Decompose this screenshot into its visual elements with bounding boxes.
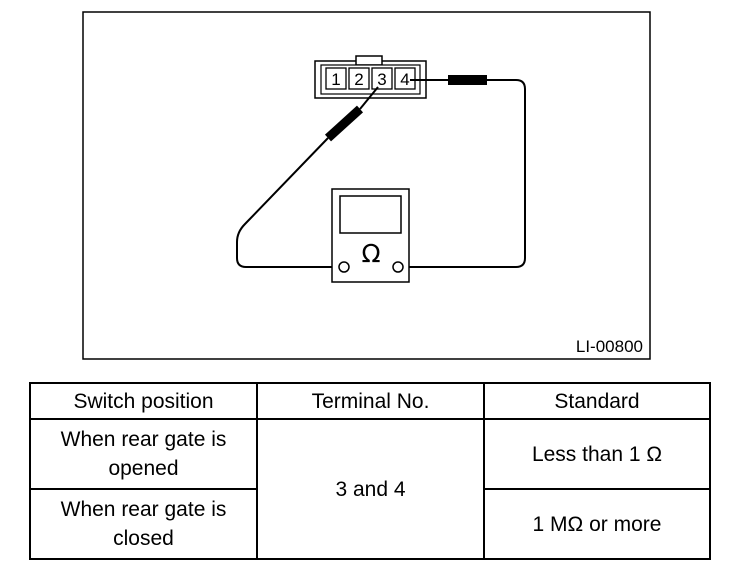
connector-icon: 1 2 3 4 xyxy=(314,55,427,99)
cell-standard-opened: Less than 1 Ω xyxy=(483,418,711,490)
table-row: When rear gate is opened 3 and 4 Less th… xyxy=(29,418,711,560)
cell-position-closed: When rear gate is closed xyxy=(29,488,258,560)
terminal-2 xyxy=(348,67,370,90)
terminal-label-4: 4 xyxy=(400,70,409,89)
table-header-row: Switch position Terminal No. Standard xyxy=(29,382,711,420)
header-terminal-no: Terminal No. xyxy=(256,382,485,420)
cell-position-opened: When rear gate is opened xyxy=(29,418,258,490)
spec-table: Switch position Terminal No. Standard Wh… xyxy=(29,382,711,560)
meter-display xyxy=(339,195,402,234)
ohmmeter-icon: Ω xyxy=(331,188,410,283)
circuit-diagram: 1 2 3 4 Ω LI-00800 xyxy=(82,11,651,360)
meter-jack-right xyxy=(392,261,404,273)
header-standard: Standard xyxy=(483,382,711,420)
meter-symbol: Ω xyxy=(361,239,380,268)
terminal-3 xyxy=(371,67,393,90)
test-probe-icon xyxy=(236,86,379,268)
figure-id: LI-00800 xyxy=(576,337,643,356)
header-switch-position: Switch position xyxy=(29,382,258,420)
meter-jack-left xyxy=(338,261,350,273)
cell-terminal: 3 and 4 xyxy=(256,418,485,560)
test-lead-icon xyxy=(403,75,526,268)
terminal-label-3: 3 xyxy=(377,70,386,89)
table-row: When rear gate is closed 1 MΩ or more xyxy=(29,488,711,560)
cell-standard-closed: 1 MΩ or more xyxy=(483,488,711,560)
terminal-label-2: 2 xyxy=(354,70,363,89)
terminal-4 xyxy=(394,67,416,90)
terminal-1 xyxy=(325,67,347,90)
terminal-label-1: 1 xyxy=(331,70,340,89)
